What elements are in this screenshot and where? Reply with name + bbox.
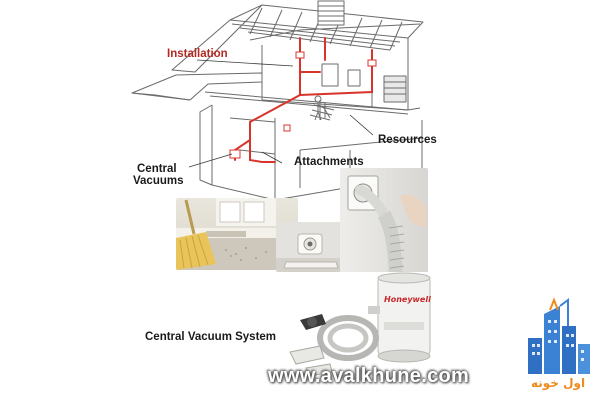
label-attachments: Attachments: [294, 156, 364, 168]
label-central-line1: Central: [137, 163, 177, 175]
label-central-vacuum-system: Central Vacuum System: [145, 331, 277, 343]
photo-wall-inlet-closeup: [276, 222, 344, 272]
label-vacuums-line2: Vacuums: [133, 175, 184, 187]
logo-buildings-icon: [528, 297, 590, 374]
watermark-url: www.avalkhune.com: [268, 365, 470, 387]
label-resources: Resources: [378, 134, 437, 146]
logo-text: اول خونه: [530, 376, 586, 390]
photo-hose-wall-inlet: [340, 168, 428, 292]
avalkhune-logo: اول خونه: [520, 296, 596, 396]
label-installation: Installation: [167, 48, 228, 60]
photo-power-unit-kit: [286, 272, 446, 380]
honeywell-brand-mark: Honeywell: [384, 295, 431, 304]
